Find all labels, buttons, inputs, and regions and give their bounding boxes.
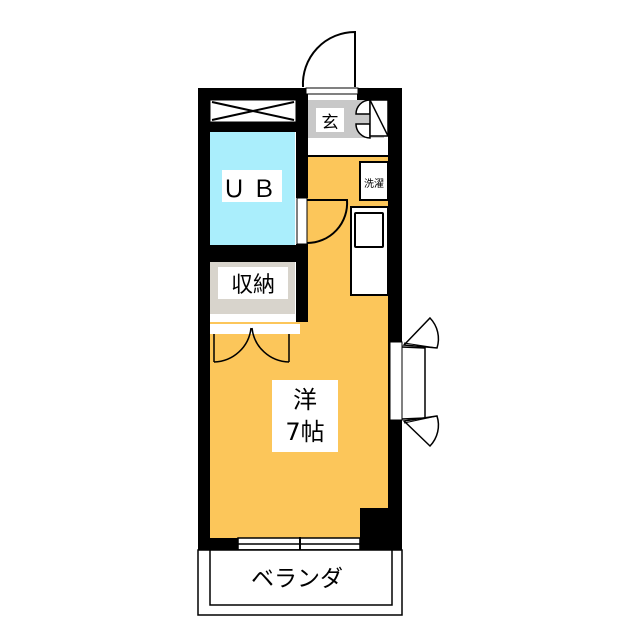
wall-right bbox=[388, 88, 402, 546]
laundry-label: 洗濯 bbox=[362, 170, 386, 194]
wall-bottom-left bbox=[198, 538, 240, 550]
wall-bath-storage bbox=[210, 245, 300, 262]
sink-icon bbox=[354, 212, 384, 248]
room-type: 洋 bbox=[293, 386, 317, 414]
wall-left bbox=[198, 88, 210, 546]
pillar bbox=[360, 508, 402, 550]
entrance-door-icon bbox=[301, 30, 356, 88]
western-room-label: 洋 7帖 bbox=[272, 380, 338, 452]
storage-shelf bbox=[210, 324, 300, 334]
wall-bath-right-lower bbox=[296, 244, 308, 322]
side-window bbox=[389, 341, 403, 421]
wall-top-right bbox=[357, 88, 402, 100]
bath-door-frame bbox=[296, 197, 308, 245]
wall-vent-bath bbox=[210, 122, 300, 132]
veranda-inner bbox=[209, 549, 393, 606]
bath-door-icon bbox=[306, 199, 349, 245]
closet-door-icon bbox=[213, 327, 252, 363]
storage-label: 収納 bbox=[218, 267, 288, 299]
entrance-label: 玄 bbox=[316, 108, 344, 133]
wall-top-left bbox=[198, 88, 306, 100]
shoe-cabinet-door-icon bbox=[355, 99, 371, 115]
veranda-label: ベランダ bbox=[251, 566, 343, 592]
western-room bbox=[210, 157, 388, 540]
unit-bath-label: ＵＢ bbox=[222, 170, 282, 203]
room-size: 7帖 bbox=[285, 418, 325, 446]
entrance-door-frame bbox=[305, 87, 359, 95]
bay-window-icon bbox=[401, 346, 426, 420]
wall-bath-right-upper bbox=[296, 88, 308, 198]
